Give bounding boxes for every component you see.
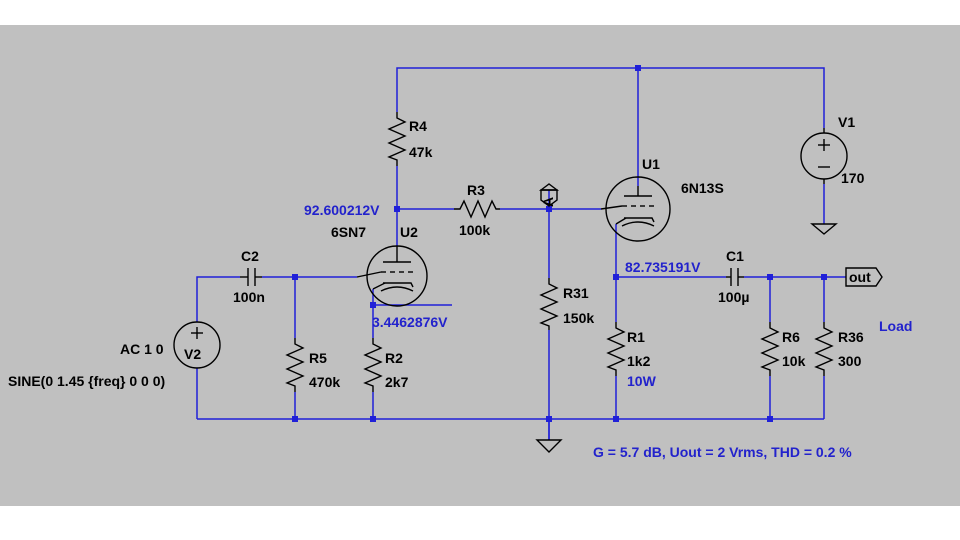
net-label-a: A bbox=[538, 183, 560, 207]
u1-name: U1 bbox=[642, 156, 660, 172]
wires bbox=[196, 67, 846, 440]
resistor-r2[interactable]: R2 2k7 bbox=[363, 338, 409, 392]
u2-model: 6SN7 bbox=[331, 224, 366, 240]
r6-value: 10k bbox=[782, 353, 806, 369]
c1-name: C1 bbox=[726, 248, 744, 264]
r6-name: R6 bbox=[782, 329, 800, 345]
u1-cathode-voltage: 82.735191V bbox=[625, 259, 701, 275]
v1-value: 170 bbox=[841, 170, 865, 186]
u2-cathode-voltage: 3.4462876V bbox=[372, 314, 448, 330]
out-label: out bbox=[849, 269, 871, 285]
load-label: Load bbox=[879, 318, 912, 334]
c2-value: 100n bbox=[233, 289, 265, 305]
v2-sine: SINE(0 1.45 {freq} 0 0 0) bbox=[8, 373, 165, 389]
output-port[interactable]: out bbox=[845, 267, 883, 287]
r36-value: 300 bbox=[838, 353, 862, 369]
r5-value: 470k bbox=[309, 374, 340, 390]
voltage-source-v1[interactable]: V1 170 bbox=[800, 114, 865, 186]
c2-name: C2 bbox=[241, 248, 259, 264]
v2-name: V2 bbox=[184, 346, 201, 362]
voltage-source-v2[interactable]: V2 AC 1 0 SINE(0 1.45 {freq} 0 0 0) bbox=[8, 321, 221, 389]
c1-value: 100µ bbox=[718, 289, 749, 305]
resistor-r36[interactable]: R36 300 bbox=[814, 322, 864, 376]
capacitor-c2[interactable]: C2 100n bbox=[233, 248, 265, 305]
resistor-r5[interactable]: R5 470k bbox=[285, 338, 340, 392]
r4-value: 47k bbox=[409, 144, 433, 160]
r4-name: R4 bbox=[409, 118, 427, 134]
resistor-r6[interactable]: R6 10k bbox=[760, 322, 806, 376]
r5-name: R5 bbox=[309, 350, 327, 366]
capacitor-c1[interactable]: C1 100µ bbox=[718, 248, 749, 305]
ground-v1 bbox=[810, 223, 838, 235]
r31-value: 150k bbox=[563, 310, 594, 326]
resistor-r31[interactable]: R31 150k bbox=[539, 278, 594, 330]
schematic-sheet bbox=[0, 25, 960, 506]
r1-value: 1k2 bbox=[627, 353, 651, 369]
r36-name: R36 bbox=[838, 329, 864, 345]
u1-model: 6N13S bbox=[681, 180, 724, 196]
resistor-r1[interactable]: R1 1k2 10W bbox=[606, 322, 657, 389]
r2-name: R2 bbox=[385, 350, 403, 366]
r2-value: 2k7 bbox=[385, 374, 409, 390]
resistor-r4[interactable]: R4 47k bbox=[387, 112, 433, 166]
ground-main bbox=[535, 419, 563, 453]
r3-name: R3 bbox=[467, 182, 485, 198]
r1-name: R1 bbox=[627, 329, 645, 345]
r3-value: 100k bbox=[459, 222, 490, 238]
v1-name: V1 bbox=[838, 114, 855, 130]
r1-power: 10W bbox=[627, 373, 657, 389]
u2-name: U2 bbox=[400, 224, 418, 240]
result-summary: G = 5.7 dB, Uout = 2 Vrms, THD = 0.2 % bbox=[593, 444, 852, 460]
net-a-text: A bbox=[540, 197, 556, 207]
u2-plate-voltage: 92.600212V bbox=[304, 202, 380, 218]
triode-u1[interactable]: U1 6N13S bbox=[600, 156, 724, 242]
v2-ac: AC 1 0 bbox=[120, 341, 164, 357]
triode-u2[interactable]: U2 6SN7 bbox=[331, 224, 428, 307]
r31-name: R31 bbox=[563, 285, 589, 301]
resistor-r3[interactable]: R3 100k bbox=[454, 182, 500, 238]
